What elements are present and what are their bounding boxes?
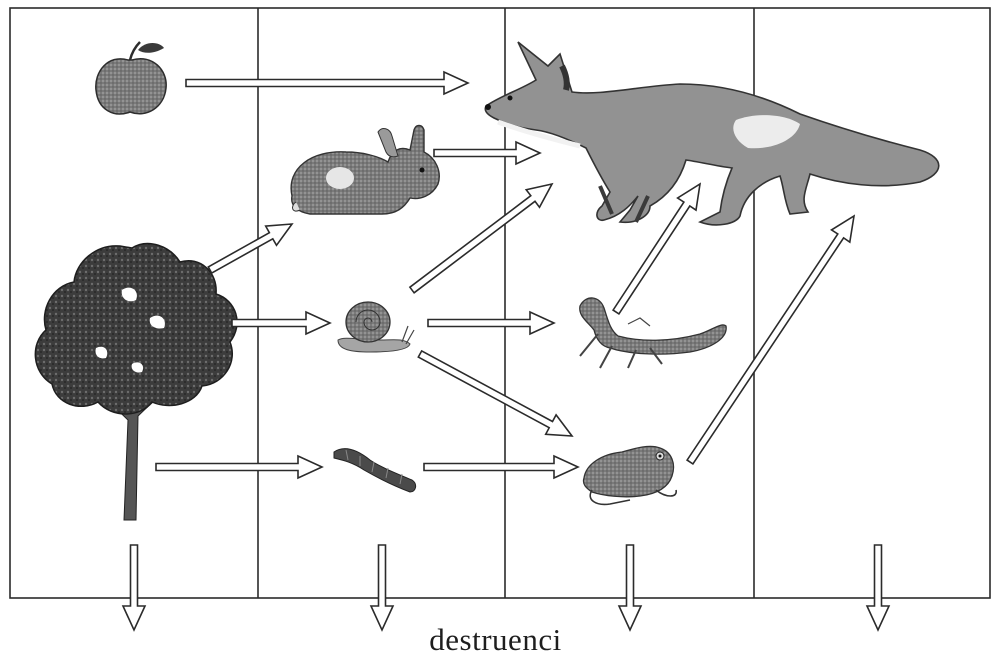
rabbit-icon	[291, 126, 439, 215]
caterpillar-icon	[334, 449, 416, 492]
arrow-snail-to-fox	[410, 184, 552, 293]
decomposer-arrow-1	[123, 545, 145, 630]
tree-icon	[35, 244, 237, 520]
decomposers-caption: destruenci	[0, 622, 991, 658]
apple-icon	[96, 42, 166, 114]
arrow-tree-to-rabbit	[208, 224, 292, 273]
arrow-rabbit-to-fox	[434, 142, 540, 164]
lizard-icon	[580, 298, 726, 368]
arrow-tree-to-snail	[232, 312, 330, 334]
arrow-snail-to-frog	[418, 351, 572, 436]
fox-icon	[485, 42, 939, 225]
arrow-tree-to-caterpillar	[156, 456, 322, 478]
arrow-apple-to-fox	[186, 72, 468, 94]
snail-icon	[338, 302, 414, 352]
decomposer-arrow-3	[619, 545, 641, 630]
arrow-caterpillar-to-frog	[424, 456, 578, 478]
decomposer-arrows	[123, 545, 889, 630]
decomposer-arrow-4	[867, 545, 889, 630]
frog-icon	[583, 446, 676, 504]
arrow-snail-to-lizard	[428, 312, 554, 334]
decomposer-arrow-2	[371, 545, 393, 630]
